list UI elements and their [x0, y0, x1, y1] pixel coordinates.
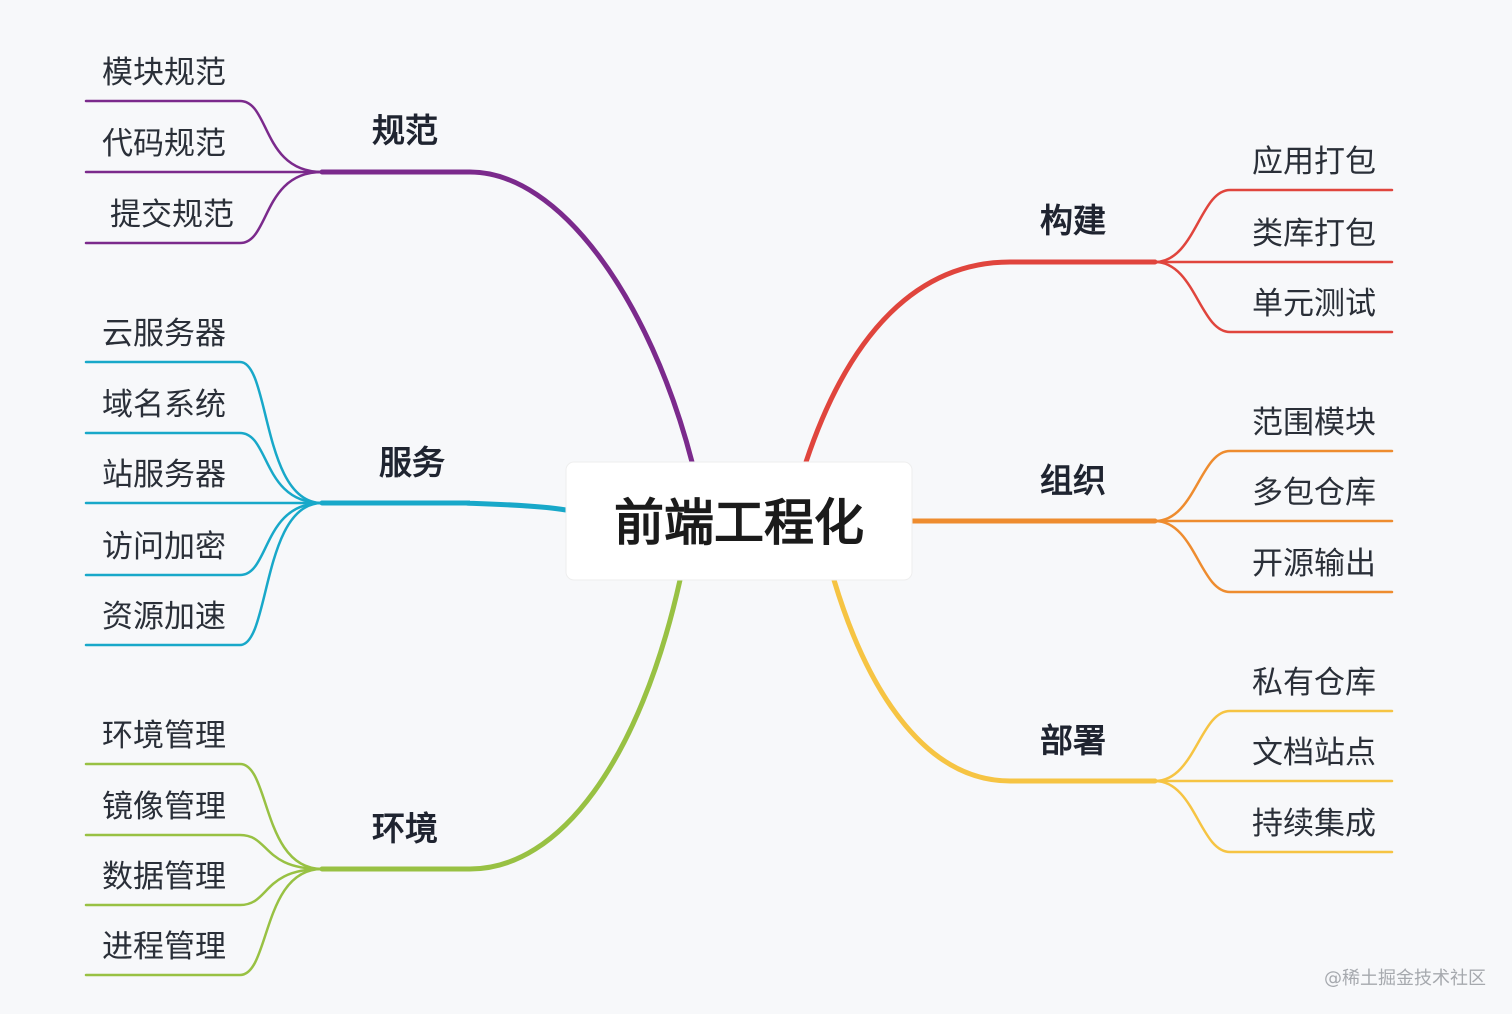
root-node-box — [565, 461, 913, 581]
leaf-label-spec-1[interactable]: 代码规范 — [102, 126, 226, 162]
leaf-line-org-2 — [1153, 519, 1394, 594]
branch-label-env[interactable]: 环境 — [372, 809, 438, 848]
branch-line-service — [319, 500, 569, 513]
root-node[interactable]: 前端工程化 — [565, 461, 913, 581]
branch-label-deploy[interactable]: 部署 — [1040, 721, 1106, 760]
leaf-line-spec-0 — [84, 99, 324, 174]
leaf-line-deploy-0 — [1153, 709, 1394, 783]
leaf-label-env-0[interactable]: 环境管理 — [102, 718, 226, 754]
leaf-line-build-0 — [1153, 188, 1394, 264]
leaf-label-build-0[interactable]: 应用打包 — [1252, 144, 1376, 180]
leaf-line-env-2 — [84, 867, 324, 907]
leaf-label-deploy-1[interactable]: 文档站点 — [1252, 735, 1376, 771]
leaf-label-deploy-0[interactable]: 私有仓库 — [1252, 665, 1376, 701]
watermark: @稀土掘金技术社区 — [1324, 968, 1486, 989]
branch-label-org[interactable]: 组织 — [1040, 461, 1106, 500]
leaf-label-org-0[interactable]: 范围模块 — [1252, 405, 1376, 441]
branch-label-spec[interactable]: 规范 — [372, 111, 438, 150]
branch-line-build — [803, 259, 1158, 465]
leaf-label-env-1[interactable]: 镜像管理 — [102, 789, 226, 825]
branch-connectors — [319, 169, 1158, 872]
leaf-line-service-1 — [84, 431, 324, 505]
branch-label-service[interactable]: 服务 — [379, 443, 445, 482]
leaf-line-service-0 — [84, 360, 324, 505]
leaf-label-build-1[interactable]: 类库打包 — [1252, 216, 1376, 252]
leaf-label-service-1[interactable]: 域名系统 — [102, 387, 226, 423]
leaf-label-build-2[interactable]: 单元测试 — [1252, 286, 1376, 322]
leaf-line-env-3 — [84, 867, 324, 977]
leaf-label-service-3[interactable]: 访问加密 — [102, 529, 226, 565]
leaf-line-org-0 — [1153, 449, 1394, 523]
leaf-label-env-3[interactable]: 进程管理 — [102, 929, 226, 965]
branch-label-build[interactable]: 构建 — [1040, 201, 1106, 240]
branch-line-env — [319, 577, 683, 872]
leaf-label-env-2[interactable]: 数据管理 — [102, 859, 226, 895]
leaf-line-deploy-2 — [1153, 779, 1394, 854]
branch-line-spec — [319, 169, 695, 465]
leaf-label-spec-0[interactable]: 模块规范 — [102, 55, 226, 91]
branch-line-deploy — [831, 577, 1158, 784]
leaf-label-org-2[interactable]: 开源输出 — [1252, 546, 1376, 582]
leaf-label-spec-2[interactable]: 提交规范 — [110, 197, 234, 233]
leaf-line-service-4 — [84, 501, 324, 647]
leaf-label-deploy-2[interactable]: 持续集成 — [1252, 806, 1376, 842]
leaf-label-org-1[interactable]: 多包仓库 — [1252, 475, 1376, 511]
leaf-labels: 模块规范代码规范提交规范云服务器域名系统站服务器访问加密资源加速环境管理镜像管理… — [102, 55, 1376, 965]
leaf-line-spec-2 — [84, 170, 324, 245]
leaf-line-build-2 — [1153, 260, 1394, 334]
leaf-line-env-1 — [84, 833, 324, 871]
leaf-label-service-4[interactable]: 资源加速 — [102, 599, 226, 635]
leaf-line-env-0 — [84, 762, 324, 871]
leaf-label-service-2[interactable]: 站服务器 — [102, 457, 226, 493]
root-node-label: 前端工程化 — [614, 494, 864, 552]
leaf-line-service-3 — [84, 501, 324, 577]
leaf-connectors — [84, 99, 1394, 977]
leaf-label-service-0[interactable]: 云服务器 — [102, 316, 226, 352]
